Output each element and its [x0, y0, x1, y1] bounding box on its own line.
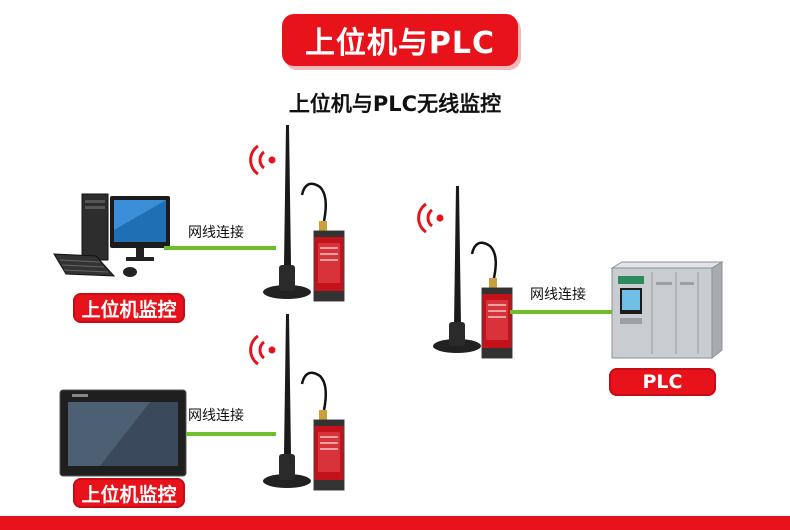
hmi-monitoring-label: 上位机监控: [73, 478, 185, 508]
link-label-bottom-left: 网线连接: [188, 408, 244, 424]
wireless-antenna-icon: [262, 314, 352, 494]
wireless-antenna-icon: [432, 186, 522, 366]
network-link-bottom-left: [186, 432, 276, 436]
bottom-accent-bar: [0, 516, 790, 530]
wireless-signal-icon: [416, 198, 450, 238]
wireless-signal-icon: [248, 140, 282, 180]
desktop-computer-icon: [50, 190, 180, 290]
plc-controller-icon: [610, 261, 724, 360]
wireless-signal-icon: [248, 330, 282, 370]
link-label-right: 网线连接: [530, 287, 586, 303]
link-label-top-left: 网线连接: [188, 225, 244, 241]
wireless-antenna-icon: [262, 125, 352, 305]
touch-panel-icon: [59, 389, 187, 477]
page-title: 上位机与PLC: [282, 14, 518, 66]
network-link-top-left: [164, 246, 276, 250]
plc-label: PLC: [609, 368, 716, 396]
diagram-subtitle: 上位机与PLC无线监控: [288, 92, 502, 116]
pc-monitoring-label: 上位机监控: [73, 293, 185, 323]
network-link-right: [510, 310, 620, 314]
